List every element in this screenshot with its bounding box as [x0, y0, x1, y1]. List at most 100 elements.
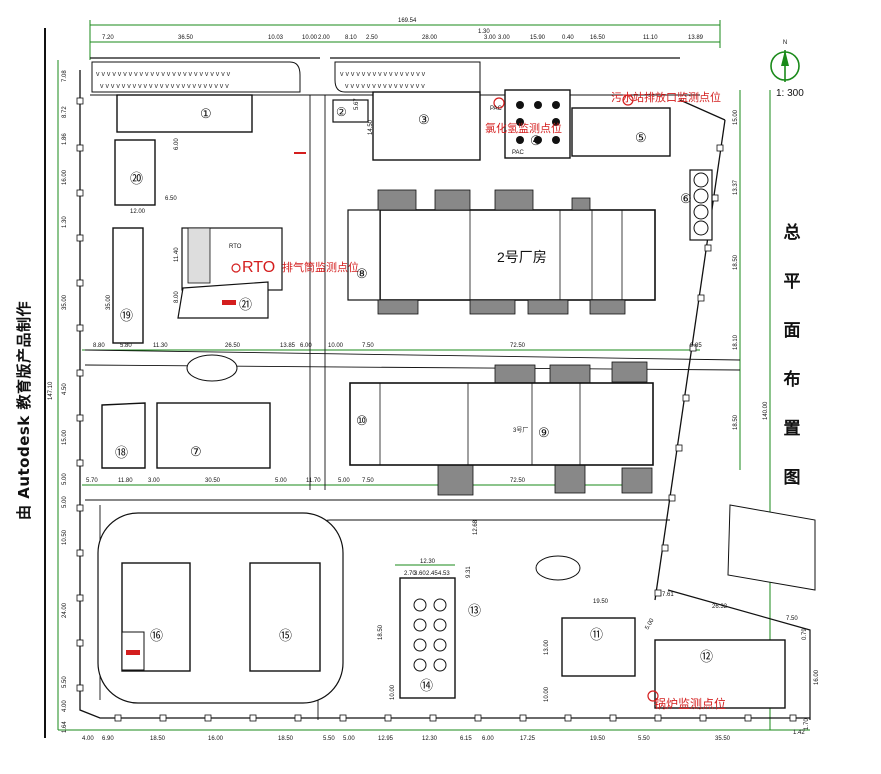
dim-label: 12.00: [130, 209, 146, 215]
dim-label: 5.00: [62, 473, 68, 485]
building-number: ⑩: [356, 413, 368, 428]
dim-label: 18.50: [733, 414, 739, 430]
dim-label: 24.00: [62, 602, 68, 618]
dim-label: 6.50: [165, 196, 177, 202]
dim-label: 7.20: [102, 35, 114, 41]
dim-label: 18.50: [150, 736, 166, 742]
dim-label: 11.70: [306, 478, 321, 484]
dim-label: 8.10: [345, 35, 357, 41]
building-number: ㉑: [239, 297, 252, 312]
dim-label: 10.00: [544, 686, 550, 702]
rto-exhaust-monitor-label: 排气筒监测点位: [282, 260, 359, 274]
dim-label: 1.86: [62, 133, 68, 145]
dim-label: 7.61: [662, 592, 674, 598]
dim-label: 1.70: [804, 718, 810, 730]
dim-label: 5.00: [645, 617, 656, 631]
title-char: 布: [783, 370, 801, 390]
dim-label: 0.40: [562, 35, 574, 41]
dim-label: 5.50: [638, 736, 650, 742]
building-number: ⑮: [279, 628, 292, 643]
dim-label: 5.50: [62, 676, 68, 688]
svg-text:N: N: [783, 40, 787, 46]
frame-edge: [44, 28, 46, 738]
dim-label: 7.50: [362, 478, 374, 484]
dim-label: 72.50: [510, 478, 526, 484]
dim-label: 5.50: [323, 736, 335, 742]
dim-label: 2.50: [366, 35, 378, 41]
scale-label: 1: 300: [776, 88, 804, 99]
dim-label: 18.50: [278, 736, 294, 742]
building-number: ③: [418, 112, 430, 127]
dim-label: 6.15: [460, 736, 472, 742]
rto-monitor-label: RTO: [242, 259, 275, 276]
dim-label: 30.50: [205, 478, 221, 484]
building-number: ⑨: [538, 425, 550, 440]
dim-label: 26.50: [225, 343, 241, 349]
building-number: ⑥: [680, 191, 692, 206]
dim-label: 5.00: [343, 736, 355, 742]
dim-label: 18.50: [733, 254, 739, 270]
dim-label: 19.50: [590, 736, 606, 742]
dim-label: 10.00: [328, 343, 344, 349]
dim-label: 28.00: [422, 35, 438, 41]
dim-label: 8.72: [62, 106, 68, 118]
dim-label: 12.95: [378, 736, 394, 742]
sewage-monitor-label: 污水站排放口监测点位: [611, 90, 721, 104]
svg-text:v v v v v v v v v v v v v v v: v v v v v v v v v v v v v v v: [345, 83, 425, 90]
building-number: ⑪: [590, 627, 603, 642]
dim-label: 5.80: [120, 343, 132, 349]
dim-label: 3.00: [484, 35, 496, 41]
building-number: ④: [530, 133, 542, 148]
dim-label: 13.37: [733, 179, 739, 195]
title-char: 置: [783, 419, 801, 439]
dim-label: 11.10: [643, 35, 658, 41]
dim-label: 12.30: [422, 736, 438, 742]
title-char: 面: [783, 321, 801, 341]
building-number: ⑧: [356, 266, 368, 281]
dim-label: 1.30: [478, 29, 490, 35]
building-number: ⑲: [120, 308, 133, 323]
dim-label: 12.30: [420, 559, 436, 565]
dim-label: 14.50: [368, 119, 374, 135]
dim-label: 15.00: [62, 429, 68, 445]
dim-label: 5.00: [275, 478, 287, 484]
dim-label: 6.90: [102, 736, 114, 742]
dim-label: 11.80: [118, 478, 133, 484]
dim-label: 9.31: [466, 566, 472, 578]
dim-label: 3.00: [148, 478, 160, 484]
pac-label-1: PAC: [490, 106, 503, 112]
dim-label: 16.00: [62, 169, 68, 185]
building-number: ⑦: [190, 444, 202, 459]
dim-label: 35.50: [715, 736, 731, 742]
pac-label-2: PAC: [512, 150, 525, 156]
dim-label: 18.50: [378, 624, 384, 640]
workshop3-label: 3号厂: [513, 427, 528, 434]
dim-label: 10.03: [268, 35, 284, 41]
dim-label: 36.50: [178, 35, 194, 41]
dim-label: 6.00: [300, 343, 312, 349]
dim-label: 8.80: [93, 343, 105, 349]
dim-label: 19.50: [593, 599, 609, 605]
building-number: ⑭: [420, 678, 433, 693]
dim-label: 16.00: [208, 736, 224, 742]
dim-label: 169.54: [398, 18, 417, 24]
building-number: ⑱: [115, 445, 128, 460]
dim-label: 35.00: [62, 294, 68, 310]
title-char: 图: [783, 468, 801, 488]
dim-label: 3.60: [414, 571, 426, 577]
title-char: 总: [783, 223, 801, 243]
dim-label: 6.00: [482, 736, 494, 742]
dim-label: 35.00: [106, 294, 112, 310]
workshop2-label: 2号厂房: [497, 249, 547, 265]
dim-label: 13.89: [688, 35, 704, 41]
dim-label: 10.00: [390, 684, 396, 700]
dim-label: 17.25: [520, 736, 536, 742]
dim-label: 140.00: [763, 401, 769, 420]
dim-label: 10.00: [302, 35, 318, 41]
dim-label: 2.45: [426, 571, 438, 577]
dim-label: 13.85: [280, 343, 296, 349]
dim-label: 7.50: [786, 616, 798, 622]
drawing-title: 总 平 面 布 置 图: [778, 218, 806, 488]
